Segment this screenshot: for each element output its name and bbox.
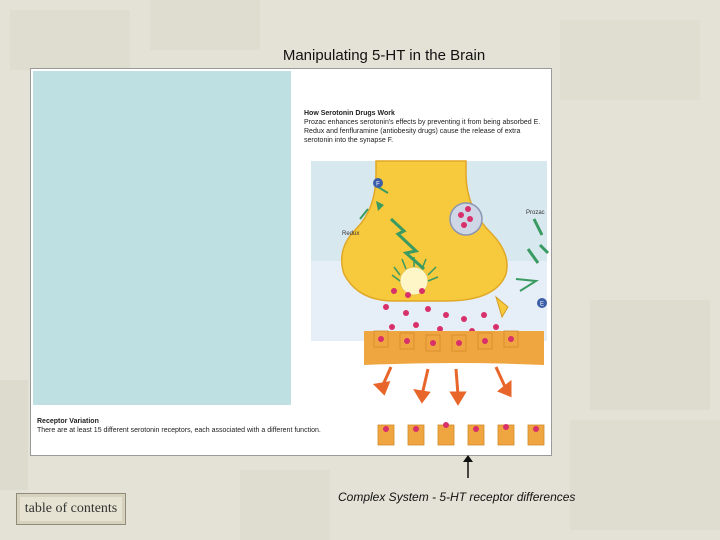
receptor-variation-caption: Receptor Variation There are at least 15… [37, 417, 367, 435]
synaptic-vesicle [449, 202, 483, 236]
redux-drug [376, 201, 384, 211]
marker-f [373, 178, 383, 188]
figure-heading: How Serotonin Drugs Work [304, 110, 395, 117]
figure-body: Prozac enhances serotonin's effects by p… [304, 119, 541, 144]
figure-description: How Serotonin Drugs Work Prozac enhances… [304, 109, 549, 145]
svg-text:F: F [376, 182, 380, 188]
blank-blue-panel [33, 71, 291, 405]
bottom-caption: Complex System - 5-HT receptor differenc… [338, 490, 576, 504]
receptor-heading: Receptor Variation [37, 418, 99, 425]
signal-arrows [372, 366, 512, 406]
prozac-drug [526, 218, 550, 264]
pointer-arrow [463, 455, 473, 478]
svg-text:E: E [540, 302, 544, 308]
slide-title: Manipulating 5-HT in the Brain [282, 47, 486, 64]
receptor-variation-row [377, 424, 545, 446]
synapse-diagram: Redux F Prozac E [311, 160, 550, 446]
receptors [373, 330, 519, 352]
marker-e [537, 298, 547, 308]
serotonin-drug-figure: How Serotonin Drugs Work Prozac enhances… [30, 68, 552, 456]
receptor-text: There are at least 15 different serotoni… [37, 427, 321, 434]
redux-action-bolt [389, 217, 425, 271]
redux-label: Redux [342, 231, 359, 237]
prozac-label: Prozac [526, 210, 545, 216]
presynaptic-neuron [341, 160, 508, 302]
table-of-contents-button[interactable]: table of contents [16, 493, 126, 525]
